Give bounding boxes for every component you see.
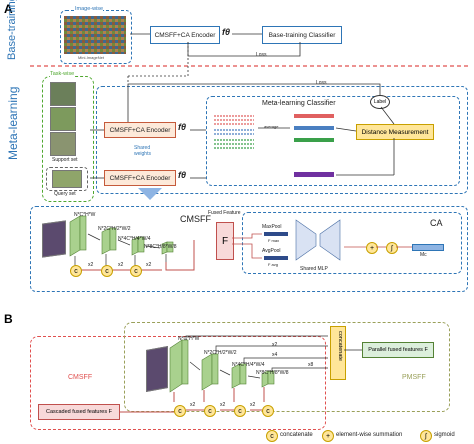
cascaded-output-box: Cascaded fused features F (38, 404, 120, 420)
ca-box (242, 212, 462, 274)
task-wise-label: Task-wise (50, 71, 75, 77)
support-image-2 (50, 107, 76, 131)
parallel-output-box: Parallel fused features F (362, 342, 434, 358)
shared-mlp-shape (295, 219, 341, 261)
legend-sigmoid-icon: ∫ (420, 430, 432, 442)
support-set-label: Support set (52, 157, 78, 163)
cmsff-dim-2: N*2C*H/2*W/2 (98, 226, 131, 232)
query-box (46, 167, 88, 191)
cmsff-x2-2: x2 (118, 262, 124, 268)
average-label: average (264, 124, 279, 129)
cmsff-ca-detail-box (30, 206, 468, 292)
encoder-query-label: CMSFF+CA Encoder (109, 174, 171, 182)
loss-top-label: Loss (256, 52, 267, 58)
encoder-top-box: CMSFF+CA Encoder (150, 26, 220, 44)
cmsff-x2-1: x2 (88, 262, 94, 268)
fmax-bar (264, 232, 288, 236)
cmsff-dim-1: N*C*H*W (74, 212, 96, 218)
f-theta-top: fθ (222, 27, 231, 37)
f-theta-query: fθ (178, 170, 187, 180)
panel-b-letter: B (4, 312, 13, 326)
legend-concat-text: concatenate (280, 432, 313, 438)
feature-vectors (214, 114, 334, 177)
shared-weights-label: Shared weights (134, 145, 151, 157)
ca-sigmoid: ∫ (386, 242, 398, 254)
b-xlabel-1: x2 (272, 342, 278, 348)
distance-label: Distance Measurement (361, 128, 429, 136)
cmsff-x2-3: x2 (146, 262, 152, 268)
fused-feature-label: Fused Feature (208, 210, 241, 216)
b-x2-3: x2 (250, 402, 256, 408)
encoder-query-box: CMSFF+CA Encoder (104, 170, 176, 186)
fused-feature-box: F (216, 222, 234, 260)
b-dim-1: N*C*H*W (178, 336, 200, 342)
encoder-support-label: CMSFF+CA Encoder (109, 126, 171, 134)
base-classifier-box: Base-training Classifier (262, 26, 342, 44)
b-dim-4: N*8C*H/8*W/8 (256, 370, 289, 376)
legend-concat-icon: c (266, 430, 278, 442)
cmsff-dim-4: N*8C*H/8*W/8 (144, 244, 177, 250)
shared-mlp-label: Shared MLP (300, 266, 328, 272)
b-concat-2: c (204, 405, 216, 417)
ca-plus: + (366, 242, 378, 254)
b-xlabel-2: x4 (272, 352, 278, 358)
favg-label: F avg (268, 262, 279, 267)
distance-box: Distance Measurement (356, 124, 434, 140)
legend-plus-icon: + (322, 430, 334, 442)
panel-b-blocks (169, 335, 328, 402)
ca-title: CA (430, 218, 443, 228)
b-concat-3: c (234, 405, 246, 417)
base-classifier-label: Base-training Classifier (268, 31, 336, 39)
legend-sigmoid-text: sigmoid (434, 432, 455, 438)
avgpool-label: AvgPool (262, 248, 281, 254)
pmsff-region-box (124, 322, 450, 412)
cmsff-input-image (42, 220, 66, 258)
image-wise-label: Image-wise (75, 6, 104, 12)
f-theta-support: fθ (178, 122, 187, 132)
support-image-1 (50, 82, 76, 106)
b-xlabel-3: x8 (308, 362, 314, 368)
cmsff-detail-title: CMSFF (180, 214, 211, 224)
label-node: Label (370, 95, 390, 109)
mc-bar (412, 244, 444, 251)
b-dim-2: N*2C*H/2*W/2 (204, 350, 237, 356)
encoder-top-label: CMSFF+CA Encoder (154, 31, 216, 39)
support-image-3 (50, 132, 76, 156)
cmsff-region-box (30, 336, 326, 430)
cmsff-concat-3: c (130, 265, 142, 277)
concatenate-bar: concatenate (330, 326, 346, 380)
maxpool-label: MaxPool (262, 224, 282, 230)
ca-connectors (232, 233, 412, 259)
cmsff-dim-3: N*4C*H/4*W/4 (118, 236, 151, 242)
query-set-label: Query set (54, 191, 76, 197)
meta-classifier-title: Meta-learning Classifier (262, 100, 336, 107)
b-x2-2: x2 (220, 402, 226, 408)
mini-imagenet-label: Mini-ImageNet (78, 55, 105, 60)
b-concat-1: c (174, 405, 186, 417)
loss-meta-label: Loss (316, 80, 327, 86)
b-x2-1: x2 (190, 402, 196, 408)
mc-label: Mc (420, 252, 427, 258)
panel-a-connectors (90, 33, 395, 200)
meta-learning-box (96, 86, 468, 194)
panel-a-letter: A (4, 2, 13, 16)
meta-classifier-box (206, 96, 460, 186)
separator-line (30, 65, 470, 67)
query-image (52, 170, 82, 188)
cmsff-label: CMSFF (68, 374, 93, 381)
cmsff-concat-1: c (70, 265, 82, 277)
cmsff-concat-2: c (101, 265, 113, 277)
legend-plus-text: element-wise summation (336, 432, 403, 438)
b-dim-3: N*4C*H/4*W/4 (232, 362, 265, 368)
b-concat-4: c (262, 405, 274, 417)
favg-bar (264, 256, 288, 260)
cmsff-blocks (69, 215, 195, 271)
pmsff-label: PMSFF (402, 374, 426, 381)
fmax-label: F max (268, 238, 280, 243)
encoder-support-box: CMSFF+CA Encoder (104, 122, 176, 138)
mini-imagenet-mosaic (64, 16, 126, 54)
